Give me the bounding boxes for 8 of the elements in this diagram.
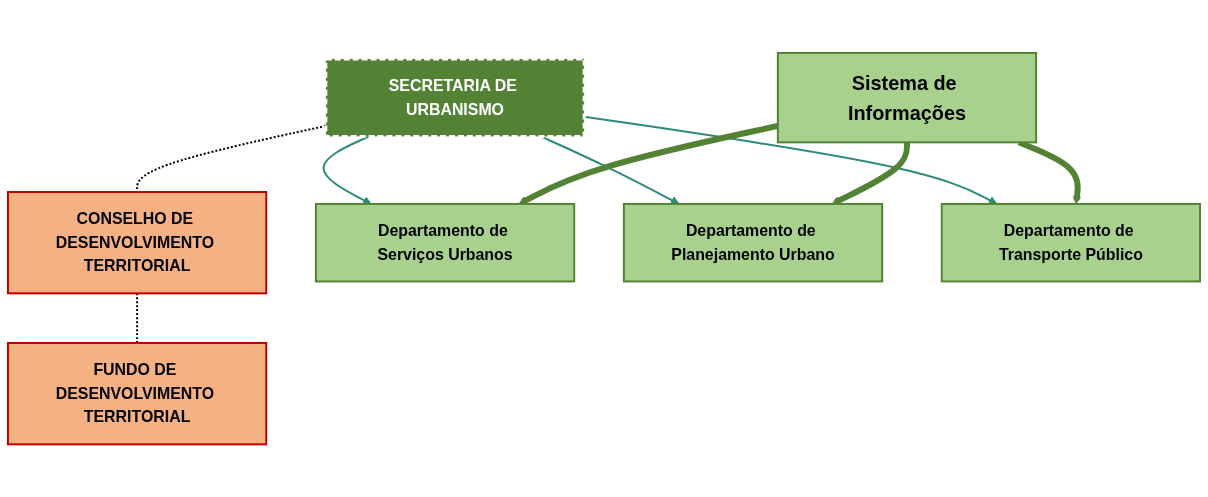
node-box: SECRETARIA DE URBANISMO: [324, 57, 586, 138]
node-box: Departamento de Planejamento Urbano: [622, 202, 884, 283]
node-box: Sistema de Informações: [776, 51, 1038, 144]
node-box: FUNDO DE DESENVOLVIMENTO TERRITORIAL: [6, 341, 268, 446]
arrow: [831, 142, 910, 205]
node-box: CONSELHO DE DESENVOLVIMENTO TERRITORIAL: [6, 190, 268, 295]
node-box: Departamento de Transporte Público: [940, 202, 1202, 283]
node-box: Departamento de Serviços Urbanos: [314, 202, 576, 283]
